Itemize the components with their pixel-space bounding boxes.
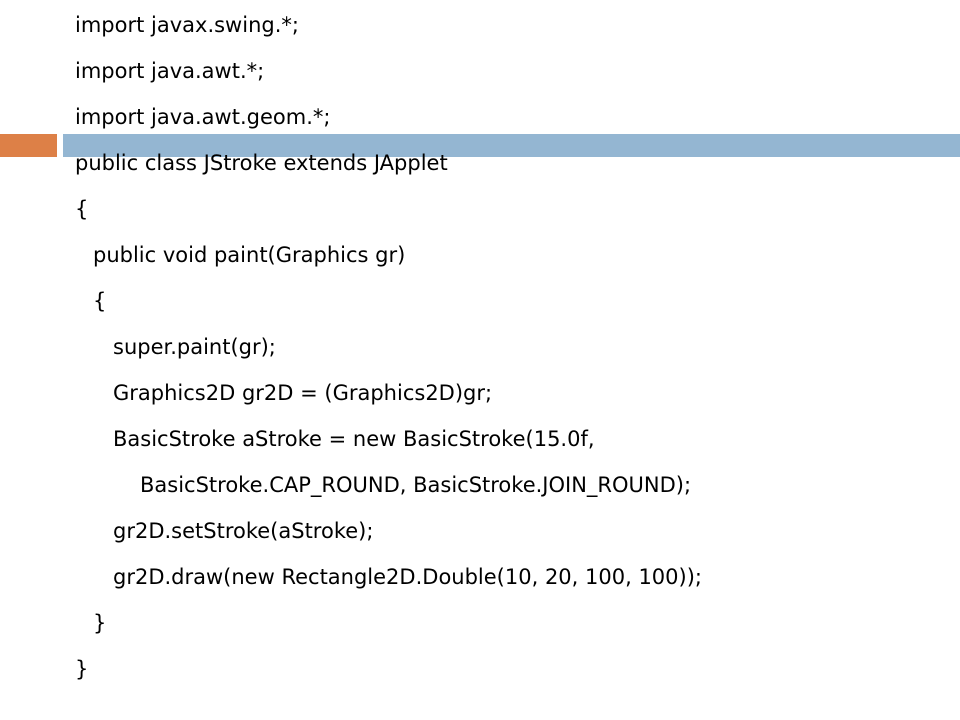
code-line-13: gr2D.draw(new Rectangle2D.Double(10, 20,… [113, 565, 702, 589]
code-line-8: super.paint(gr); [113, 335, 276, 359]
code-line-6: public void paint(Graphics gr) [93, 243, 406, 267]
code-line-9: Graphics2D gr2D = (Graphics2D)gr; [113, 381, 493, 405]
code-line-1: import javax.swing.*; [75, 13, 299, 37]
code-line-15: } [75, 657, 89, 681]
code-line-11: BasicStroke.CAP_ROUND, BasicStroke.JOIN_… [140, 473, 692, 497]
code-line-2: import java.awt.*; [75, 59, 265, 83]
code-line-3: import java.awt.geom.*; [75, 105, 331, 129]
code-line-10: BasicStroke aStroke = new BasicStroke(15… [113, 427, 595, 451]
code-line-12: gr2D.setStroke(aStroke); [113, 519, 374, 543]
code-line-4: public class JStroke extends JApplet [75, 151, 448, 175]
accent-bar-blue [63, 134, 960, 157]
accent-bar-orange [0, 134, 57, 157]
code-line-14: } [93, 611, 107, 635]
code-line-5: { [75, 197, 89, 221]
code-line-7: { [93, 289, 107, 313]
